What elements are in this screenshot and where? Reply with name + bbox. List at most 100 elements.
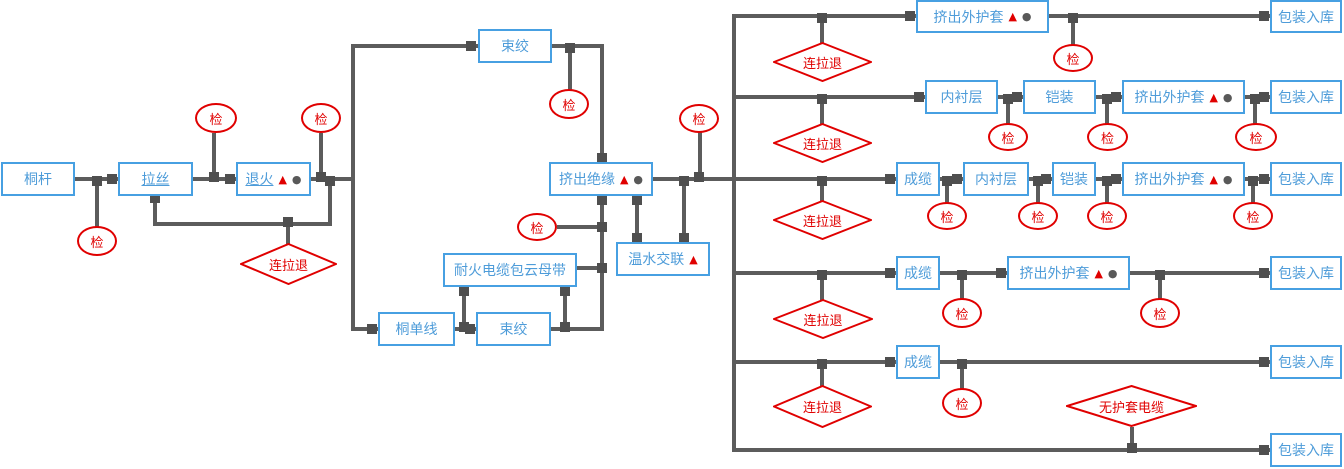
inspection-node[interactable]: 检 <box>517 213 557 241</box>
junction-dot <box>817 270 827 280</box>
diamond-outline <box>773 123 872 163</box>
decision-node[interactable]: 无护套电缆 <box>1066 385 1197 427</box>
decision-node[interactable]: 连拉退 <box>773 42 872 82</box>
inspection-node[interactable]: 检 <box>301 103 341 133</box>
inspection-node[interactable]: 检 <box>1018 202 1058 230</box>
inspection-node[interactable]: 检 <box>1087 123 1128 151</box>
connector-line <box>940 360 1270 364</box>
decision-node[interactable]: 连拉退 <box>773 123 872 163</box>
junction-dot <box>597 153 607 163</box>
process-node[interactable]: 挤出外护套▲● <box>1122 162 1245 196</box>
process-node[interactable]: 温水交联▲ <box>616 242 710 276</box>
process-node[interactable]: 拉丝 <box>118 162 193 196</box>
triangle-marker-icon: ▲ <box>1209 90 1218 104</box>
process-node[interactable]: 挤出绝缘▲● <box>549 162 653 196</box>
junction-dot <box>597 222 607 232</box>
connector-line <box>319 133 323 179</box>
process-node[interactable]: 束绞 <box>476 312 551 346</box>
decision-node[interactable]: 连拉退 <box>773 200 872 240</box>
inspection-label: 检 <box>955 397 969 413</box>
inspection-node[interactable]: 检 <box>1053 44 1093 72</box>
process-node[interactable]: 束绞 <box>478 29 552 63</box>
process-node[interactable]: 退火▲● <box>236 162 311 196</box>
process-node[interactable]: 桐杆 <box>1 162 75 196</box>
inspection-node[interactable]: 检 <box>1087 202 1127 230</box>
inspection-label: 检 <box>1100 131 1114 147</box>
inspection-node[interactable]: 检 <box>549 89 589 119</box>
junction-dot <box>957 359 967 369</box>
connector-line <box>353 44 478 48</box>
process-label: 包装入库 <box>1278 90 1334 106</box>
process-node[interactable]: 内衬层 <box>963 162 1029 196</box>
junction-dot <box>1259 11 1269 21</box>
junction-dot <box>817 359 827 369</box>
connector-line <box>351 44 355 331</box>
connector-line <box>698 132 702 179</box>
decision-label: 连拉退 <box>268 258 308 274</box>
diamond-outline <box>773 385 872 428</box>
connector-line <box>1105 179 1109 204</box>
process-label: 桐单线 <box>395 322 438 338</box>
process-node[interactable]: 铠装 <box>1023 80 1096 114</box>
decision-node[interactable]: 连拉退 <box>240 243 337 285</box>
process-node[interactable]: 包装入库 <box>1270 433 1342 467</box>
inspection-node[interactable]: 检 <box>1235 123 1277 151</box>
inspection-node[interactable]: 检 <box>1140 298 1180 328</box>
inspection-label: 检 <box>1246 210 1260 226</box>
connector-line <box>212 133 216 179</box>
inspection-node[interactable]: 检 <box>942 298 982 328</box>
decision-node[interactable]: 连拉退 <box>773 299 873 339</box>
process-node[interactable]: 包装入库 <box>1270 0 1342 33</box>
connector-line <box>682 179 686 242</box>
process-node[interactable]: 挤出外护套▲● <box>1007 256 1130 290</box>
inspection-node[interactable]: 检 <box>1233 202 1273 230</box>
connector-line <box>551 327 602 331</box>
connector-line <box>820 97 824 125</box>
inspection-node[interactable]: 检 <box>195 103 237 133</box>
junction-dot <box>597 195 607 205</box>
process-node[interactable]: 包装入库 <box>1270 162 1342 196</box>
process-label: 挤出外护套 <box>1134 172 1205 188</box>
process-node[interactable]: 挤出外护套▲● <box>1122 80 1245 114</box>
inspection-node[interactable]: 检 <box>988 123 1028 151</box>
inspection-node[interactable]: 检 <box>942 388 982 418</box>
process-label: 包装入库 <box>1278 172 1334 188</box>
inspection-node[interactable]: 检 <box>679 104 719 133</box>
process-node[interactable]: 挤出外护套▲● <box>916 0 1049 33</box>
junction-dot <box>597 263 607 273</box>
junction-dot <box>283 217 293 227</box>
junction-dot <box>942 176 952 186</box>
triangle-marker-icon: ▲ <box>689 252 698 266</box>
process-node[interactable]: 成缆 <box>896 162 940 196</box>
decision-node[interactable]: 连拉退 <box>773 385 872 428</box>
process-label: 包装入库 <box>1278 443 1334 459</box>
process-node[interactable]: 成缆 <box>896 345 940 379</box>
process-node[interactable]: 包装入库 <box>1270 256 1342 290</box>
junction-dot <box>1250 94 1260 104</box>
connector-line <box>328 179 332 224</box>
inspection-node[interactable]: 检 <box>77 226 117 256</box>
junction-dot <box>1041 174 1051 184</box>
junction-dot <box>225 174 235 184</box>
connector-line <box>286 224 290 245</box>
connector-line <box>732 14 736 452</box>
process-node[interactable]: 包装入库 <box>1270 345 1342 379</box>
process-node[interactable]: 内衬层 <box>925 80 998 114</box>
junction-dot <box>466 41 476 51</box>
junction-dot <box>1259 174 1269 184</box>
inspection-node[interactable]: 检 <box>927 202 967 230</box>
connector-line <box>1158 273 1162 300</box>
process-label: 束绞 <box>501 39 529 55</box>
connector-line <box>960 362 964 390</box>
junction-dot <box>914 92 924 102</box>
process-node[interactable]: 耐火电缆包云母带 <box>443 253 577 287</box>
inspection-label: 检 <box>1100 210 1114 226</box>
junction-dot <box>1068 13 1078 23</box>
process-node[interactable]: 铠装 <box>1052 162 1096 196</box>
connector-line <box>1049 14 1270 18</box>
process-node[interactable]: 成缆 <box>896 256 940 290</box>
connector-line <box>153 222 332 226</box>
process-node[interactable]: 桐单线 <box>378 312 455 346</box>
process-node[interactable]: 包装入库 <box>1270 80 1342 114</box>
